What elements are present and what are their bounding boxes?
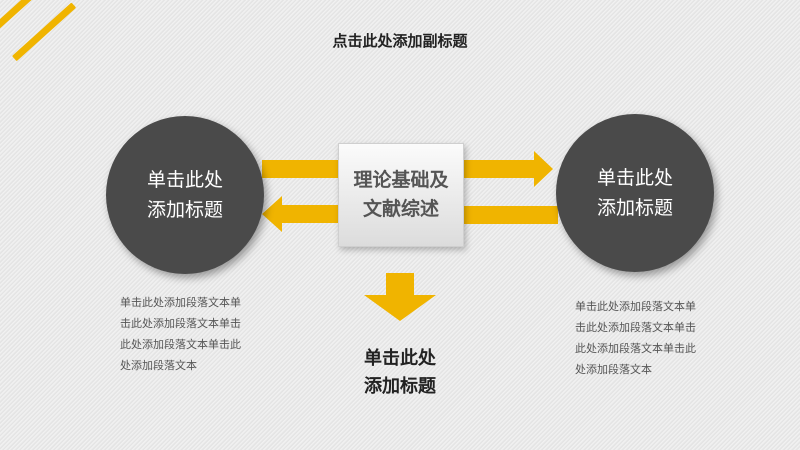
center-box-line1: 理论基础及 [353,169,449,191]
left-paragraph[interactable]: 单击此处添加段落文本单击此处添加段落文本单击此处添加段落文本单击此处添加段落文本 [120,296,241,372]
bottom-title-line2: 添加标题 [364,376,436,397]
right-circle-line1: 单击此处 [596,167,673,189]
left-circle[interactable]: 单击此处 添加标题 [106,116,264,274]
bottom-title[interactable]: 单击此处 添加标题 [340,345,460,401]
arrow-down-icon [364,273,436,321]
arrow-right-icon [462,151,553,187]
page-subtitle[interactable]: 点击此处添加副标题 [332,32,468,50]
bottom-title-line1: 单击此处 [364,348,436,369]
right-circle[interactable]: 单击此处 添加标题 [556,114,714,272]
right-circle-line2: 添加标题 [596,197,673,219]
arrow-left-icon [262,196,338,232]
arrow-bar [462,206,558,224]
left-circle-line2: 添加标题 [146,199,223,221]
arrow-right-icon [262,160,338,178]
right-paragraph[interactable]: 单击此处添加段落文本单击此处添加段落文本单击此处添加段落文本单击此处添加段落文本 [575,300,696,376]
center-box[interactable]: 理论基础及 文献综述 [338,143,464,247]
left-circle-line1: 单击此处 [146,169,223,191]
center-box-line2: 文献综述 [362,198,439,220]
